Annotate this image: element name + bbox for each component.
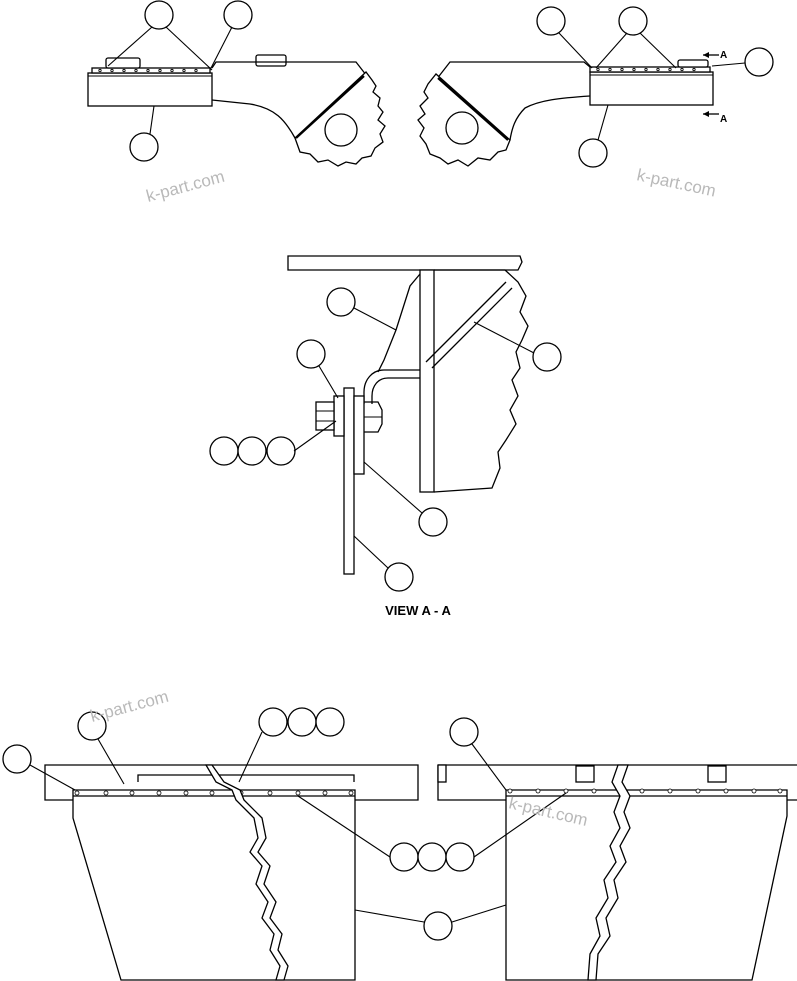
left-mud-flap (72, 789, 356, 981)
watermark-3: k-part.com (88, 687, 170, 726)
top-left-assembly (87, 54, 386, 167)
view-a-a-callouts (209, 287, 562, 592)
right-mud-flap (505, 789, 788, 981)
top-left-callouts (107, 0, 253, 162)
bottom-assembly (44, 764, 797, 981)
section-marker-bottom: A (720, 114, 727, 125)
view-a-a-section (287, 255, 529, 575)
top-right-assembly: A A (417, 50, 727, 167)
right-mud-flap-block (589, 71, 714, 106)
left-plate-bolts (98, 68, 198, 73)
view-caption: VIEW A - A (385, 603, 451, 618)
watermark-2: k-part.com (635, 165, 717, 200)
section-marker-top: A (720, 50, 727, 61)
top-right-callouts (536, 6, 774, 168)
right-plate-bolts (596, 67, 696, 72)
watermark-1: k-part.com (144, 167, 226, 206)
callout-left-frame (324, 113, 358, 147)
left-mud-flap-block (87, 72, 213, 107)
bottom-callouts (2, 707, 567, 941)
callout-right-frame (445, 111, 479, 145)
